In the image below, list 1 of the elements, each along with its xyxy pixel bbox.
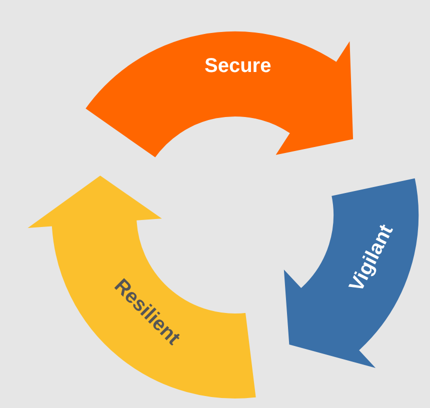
segment-label: Secure (204, 54, 272, 78)
